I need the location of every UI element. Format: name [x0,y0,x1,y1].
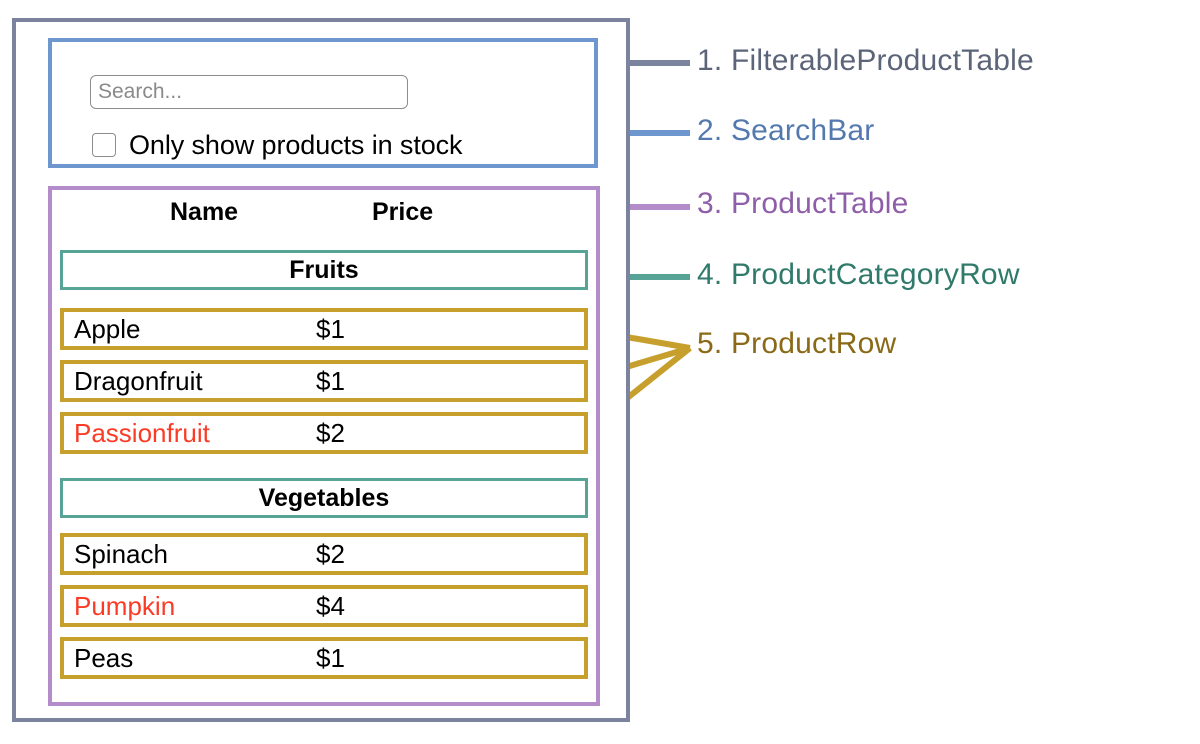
product-price: $2 [316,539,345,569]
product-name: Passionfruit [74,418,210,448]
product-price: $1 [316,314,345,344]
product-row: Dragonfruit $1 [60,360,588,402]
product-price: $1 [316,643,345,673]
product-table-header-row: Name Price [60,198,588,236]
in-stock-checkbox-label: Only show products in stock [129,129,463,160]
column-header-name: Name [170,198,239,226]
annotation-label-filterable-product-table: 1. FilterableProductTable [697,44,1034,77]
product-row: Peas $1 [60,637,588,679]
annotation-label-product-category-row: 4. ProductCategoryRow [697,258,1020,291]
search-input[interactable] [90,75,408,109]
product-name: Spinach [74,539,168,569]
product-table-container [48,186,600,706]
product-category-label: Vegetables [258,484,390,512]
product-category-row-vegetables: Vegetables [60,478,588,518]
product-name: Dragonfruit [74,366,203,396]
product-row: Passionfruit $2 [60,412,588,454]
annotation-label-search-bar: 2. SearchBar [697,114,875,147]
in-stock-checkbox[interactable] [92,133,116,157]
product-category-label: Fruits [289,256,359,284]
annotation-label-product-table: 3. ProductTable [697,187,909,220]
product-row: Spinach $2 [60,533,588,575]
product-category-row-fruits: Fruits [60,250,588,290]
product-price: $1 [316,366,345,396]
annotation-label-product-row: 5. ProductRow [697,327,897,360]
product-price: $4 [316,591,345,621]
in-stock-filter-row[interactable]: Only show products in stock [92,126,562,164]
product-row: Apple $1 [60,308,588,350]
product-name: Apple [74,314,141,344]
product-row: Pumpkin $4 [60,585,588,627]
product-name: Peas [74,643,134,673]
search-bar-container [48,38,598,168]
column-header-price: Price [372,198,434,226]
product-name: Pumpkin [74,591,176,621]
product-price: $2 [316,418,345,448]
